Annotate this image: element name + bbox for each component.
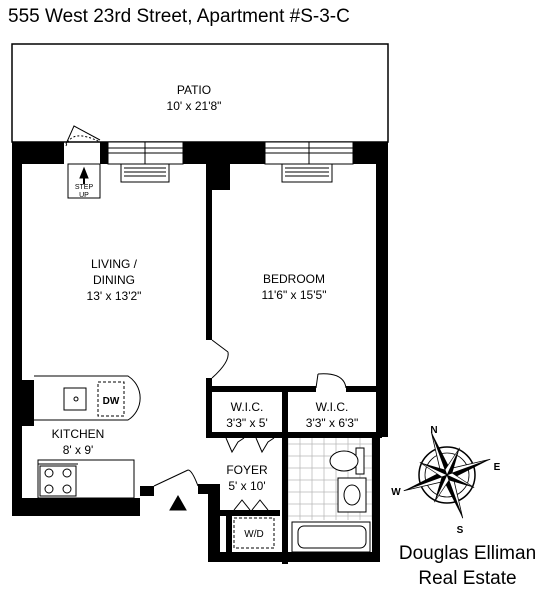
living-dims: 13' x 13'2" xyxy=(87,289,142,303)
compass-east: E xyxy=(494,462,501,473)
wd-label: W/D xyxy=(244,529,263,540)
patio-door xyxy=(65,125,101,199)
page-title: 555 West 23rd Street, Apartment #S-3-C xyxy=(8,6,350,27)
bedroom-dims: 11'6" x 15'5" xyxy=(262,288,327,302)
brand-line-1: Douglas Elliman xyxy=(398,543,537,564)
bedroom-door xyxy=(211,339,229,379)
living-label-2: DINING xyxy=(93,273,135,287)
window-bedroom xyxy=(264,141,354,183)
entry-door xyxy=(153,469,199,511)
wic-door xyxy=(315,373,347,389)
wic1-label: W.I.C. xyxy=(231,400,264,414)
wic2-dims: 3'3" x 6'3" xyxy=(306,416,358,430)
foyer-dims: 5' x 10' xyxy=(228,479,265,493)
step-label-2: UP xyxy=(79,192,89,199)
compass-west: W xyxy=(391,487,401,498)
wic1-dims: 3'3" x 5' xyxy=(226,416,268,430)
wic2-label: W.I.C. xyxy=(316,400,349,414)
bedroom-label: BEDROOM xyxy=(263,272,325,286)
kitchen-dims: 8' x 9' xyxy=(63,443,94,457)
window-living xyxy=(107,141,184,183)
compass-north: N xyxy=(430,425,437,436)
kitchen-label: KITCHEN xyxy=(52,427,105,441)
dw-label: DW xyxy=(103,396,120,407)
wd-door xyxy=(233,499,269,511)
patio-dims: 10' x 21'8" xyxy=(167,99,222,113)
wic-bifold-doors xyxy=(225,437,275,454)
compass-icon xyxy=(403,431,491,519)
wd-closet xyxy=(233,517,275,549)
brand-logo: Douglas Elliman Real Estate xyxy=(390,541,545,591)
brand-line-2: Real Estate xyxy=(418,568,517,589)
step-label-1: STEP xyxy=(75,184,94,191)
compass-south: S xyxy=(457,525,464,536)
living-label-1: LIVING / xyxy=(91,257,138,271)
kitchen-counter xyxy=(34,375,141,499)
patio-label: PATIO xyxy=(177,83,211,97)
foyer-label: FOYER xyxy=(226,463,268,477)
bathroom-fixtures xyxy=(288,438,372,553)
walls xyxy=(12,142,388,564)
